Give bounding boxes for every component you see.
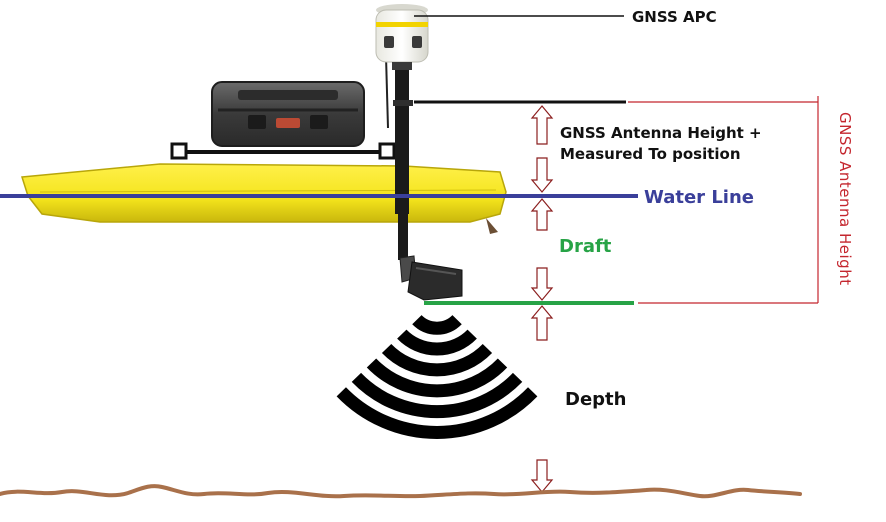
water-line-label: Water Line bbox=[644, 187, 754, 208]
depth-label: Depth bbox=[565, 389, 627, 410]
gnss-pole bbox=[385, 55, 413, 260]
gnss-receiver-icon bbox=[375, 4, 429, 70]
sonar-beam-icon bbox=[336, 314, 538, 439]
up-arrow-icon bbox=[530, 105, 554, 145]
gnss-apc-label: GNSS APC bbox=[632, 8, 717, 26]
antenna-height-label-line2: Measured To position bbox=[560, 145, 741, 163]
gnss-antenna-height-label: GNSS Antenna Height bbox=[836, 112, 854, 286]
equipment-case-icon bbox=[211, 81, 365, 147]
dimension-arrows bbox=[530, 105, 554, 493]
seabed-line bbox=[0, 484, 802, 499]
antenna-height-label-line1: GNSS Antenna Height + bbox=[560, 124, 762, 142]
mounting-bar bbox=[170, 142, 396, 160]
down-arrow-icon bbox=[530, 157, 554, 193]
antenna-height-measured-label: GNSS Antenna Height + Measured To positi… bbox=[560, 123, 762, 165]
up-arrow-icon bbox=[530, 198, 554, 231]
gnss-antenna-height-bracket bbox=[628, 96, 819, 304]
down-arrow-icon bbox=[530, 267, 554, 301]
draft-label: Draft bbox=[559, 236, 612, 257]
transducer-icon bbox=[399, 255, 463, 301]
down-arrow-icon bbox=[530, 459, 554, 493]
boat-hull bbox=[21, 163, 507, 234]
up-arrow-icon bbox=[530, 305, 554, 341]
